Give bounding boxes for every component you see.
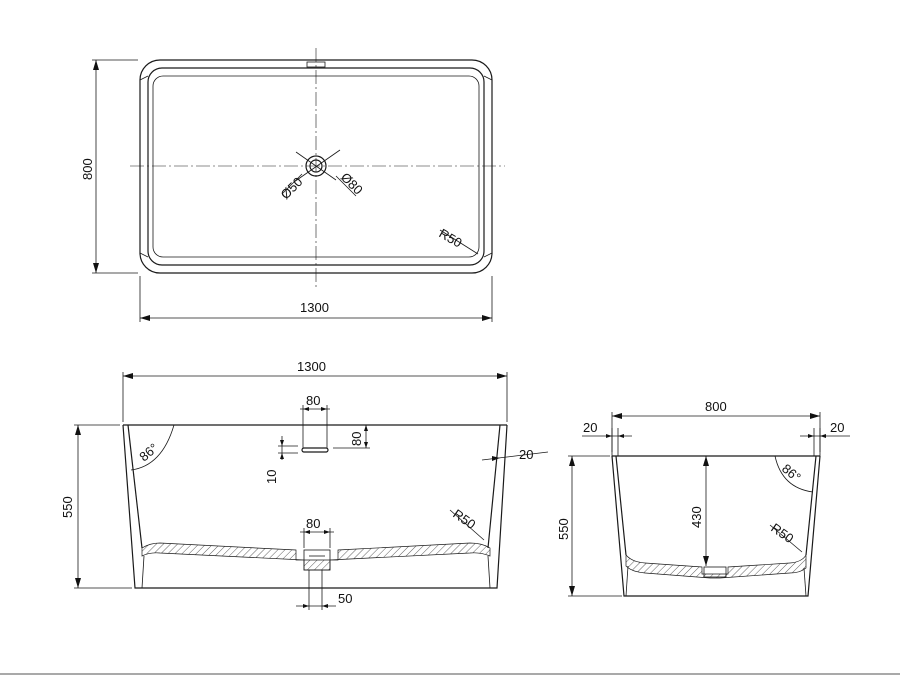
side-view: 800 20 20 550 430 86° R50: [556, 399, 850, 597]
top-view: Ø50 Ø80 R50 1300 800: [80, 48, 505, 322]
front-view-width-label: 1300: [297, 359, 326, 374]
drain-pipe-label: 50: [338, 591, 352, 606]
front-view-radius-label: R50: [450, 506, 478, 532]
side-view-wall-right-label: 20: [830, 420, 844, 435]
front-view-angle-label: 86°: [136, 440, 161, 464]
top-view-width-label: 1300: [300, 300, 329, 315]
side-view-drain: [703, 566, 727, 578]
top-view-drain-outer: [305, 155, 327, 177]
front-view-drain: [303, 549, 331, 571]
overflow-width-label: 80: [306, 393, 320, 408]
front-view-height-label: 550: [60, 496, 75, 518]
overflow-slot-label: 10: [264, 470, 279, 484]
front-view-overflow-slot: [301, 447, 329, 453]
drain-inner-label: Ø50: [278, 174, 306, 202]
top-view-depth-label: 800: [80, 158, 95, 180]
drain-outer-label: Ø80: [338, 170, 366, 198]
front-view: 1300 550 80 80 10 86°: [60, 359, 549, 610]
side-view-wall-left-label: 20: [583, 420, 597, 435]
top-view-radius-label: R50: [437, 226, 465, 251]
front-view-bottom-section: [141, 542, 491, 571]
side-view-depth-label: 430: [689, 506, 704, 528]
side-view-angle-label: 86°: [779, 461, 804, 485]
side-view-outer-shell: [611, 455, 821, 597]
side-view-width-label: 800: [705, 399, 727, 414]
top-view-overflow: [306, 61, 326, 68]
side-view-bottom-section: [625, 553, 807, 579]
overflow-height-label: 80: [349, 432, 364, 446]
front-view-outer-shell: [122, 424, 508, 589]
front-view-wall-label: 20: [519, 447, 533, 462]
side-view-height-label: 550: [556, 518, 571, 540]
drain-width-label: 80: [306, 516, 320, 531]
top-view-drain-inner: [309, 159, 323, 173]
side-view-radius-label: R50: [768, 520, 796, 546]
